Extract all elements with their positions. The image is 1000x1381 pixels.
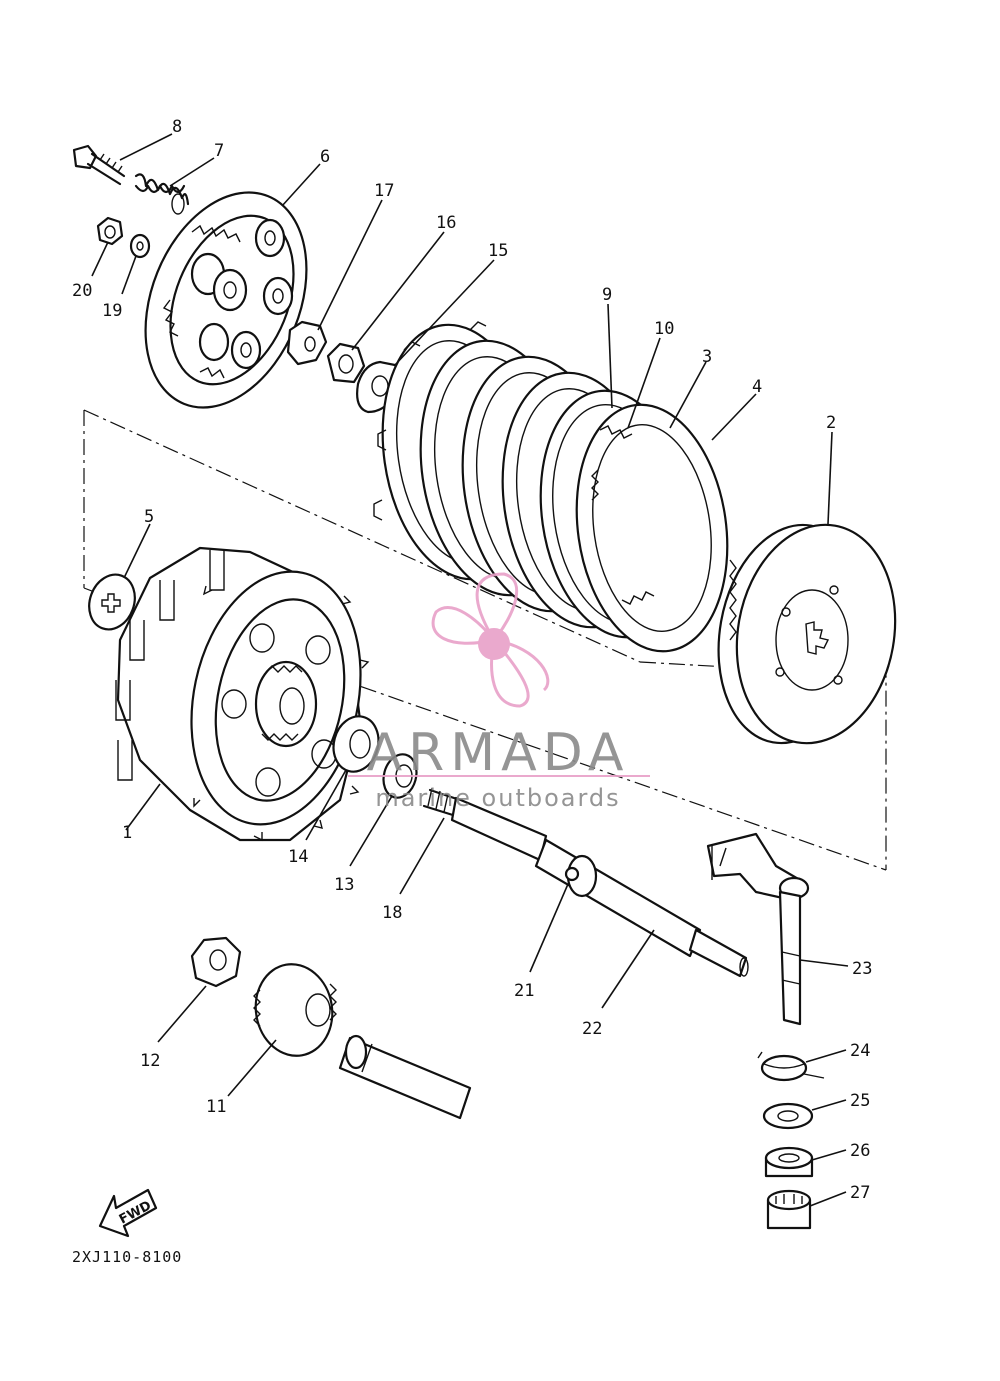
part-12-nut	[190, 936, 242, 988]
part-20-nut	[96, 216, 124, 246]
callout-23: 23	[852, 959, 872, 979]
propeller-logo-icon	[431, 572, 550, 708]
fwd-arrow-icon: FWD	[98, 1188, 158, 1238]
crankshaft-spacer	[338, 1034, 472, 1120]
callout-13: 13	[334, 875, 354, 895]
drawing-code: 2XJ110-8100	[72, 1248, 182, 1266]
watermark-tagline: marine outboards	[375, 784, 620, 812]
callout-24: 24	[850, 1041, 870, 1061]
callout-21: 21	[514, 981, 534, 1001]
part-18-push-rod	[422, 787, 548, 862]
callout-12: 12	[140, 1051, 160, 1071]
callout-22: 22	[582, 1019, 602, 1039]
part-16-nut	[326, 342, 366, 384]
part-11-primary-drive-gear	[253, 963, 337, 1057]
part-17-push-cam	[286, 320, 328, 366]
callout-9: 9	[602, 285, 612, 305]
callout-7: 7	[214, 141, 224, 161]
callout-20: 20	[72, 281, 92, 301]
part-9-10-3-4-clutch-plate-stack	[373, 321, 729, 653]
watermark: ARMADA marine outboards	[348, 572, 650, 812]
callout-18: 18	[382, 903, 402, 923]
part-19-washer	[129, 233, 151, 259]
callout-6: 6	[320, 147, 330, 167]
callout-15: 15	[488, 241, 508, 261]
part-26-bearing	[764, 1146, 814, 1178]
part-7-spring	[134, 173, 190, 215]
callout-3: 3	[702, 347, 712, 367]
callout-16: 16	[436, 213, 456, 233]
part-14-thrust-washer	[332, 715, 380, 773]
part-8-bolt	[72, 144, 126, 186]
part-21-ball	[564, 866, 580, 882]
callout-19: 19	[102, 301, 122, 321]
part-25-oil-seal	[762, 1102, 814, 1130]
callout-5: 5	[144, 507, 154, 527]
callout-4: 4	[752, 377, 762, 397]
callout-26: 26	[850, 1141, 870, 1161]
part-24-return-spring	[757, 1051, 825, 1082]
part-27-bearing	[766, 1189, 812, 1230]
callout-10: 10	[654, 319, 674, 339]
part-1-clutch-housing	[115, 546, 372, 842]
callout-14: 14	[288, 847, 308, 867]
part-6-pressure-plate	[144, 191, 308, 409]
callout-2: 2	[826, 413, 836, 433]
callout-1: 1	[122, 823, 132, 843]
part-5-thrust-washer	[88, 573, 136, 631]
callout-labels: 1 2 3 4 5 6 7 8 9 10 11 12 13 14 15 16 1…	[72, 117, 872, 1203]
callout-11: 11	[206, 1097, 226, 1117]
callout-17: 17	[374, 181, 394, 201]
callout-25: 25	[850, 1091, 870, 1111]
callout-8: 8	[172, 117, 182, 137]
part-23-push-lever	[706, 832, 810, 1026]
leader-lines	[91, 133, 849, 1207]
watermark-brand: ARMADA	[367, 723, 630, 783]
callout-27: 27	[850, 1183, 870, 1203]
part-2-clutch-boss	[717, 523, 897, 745]
